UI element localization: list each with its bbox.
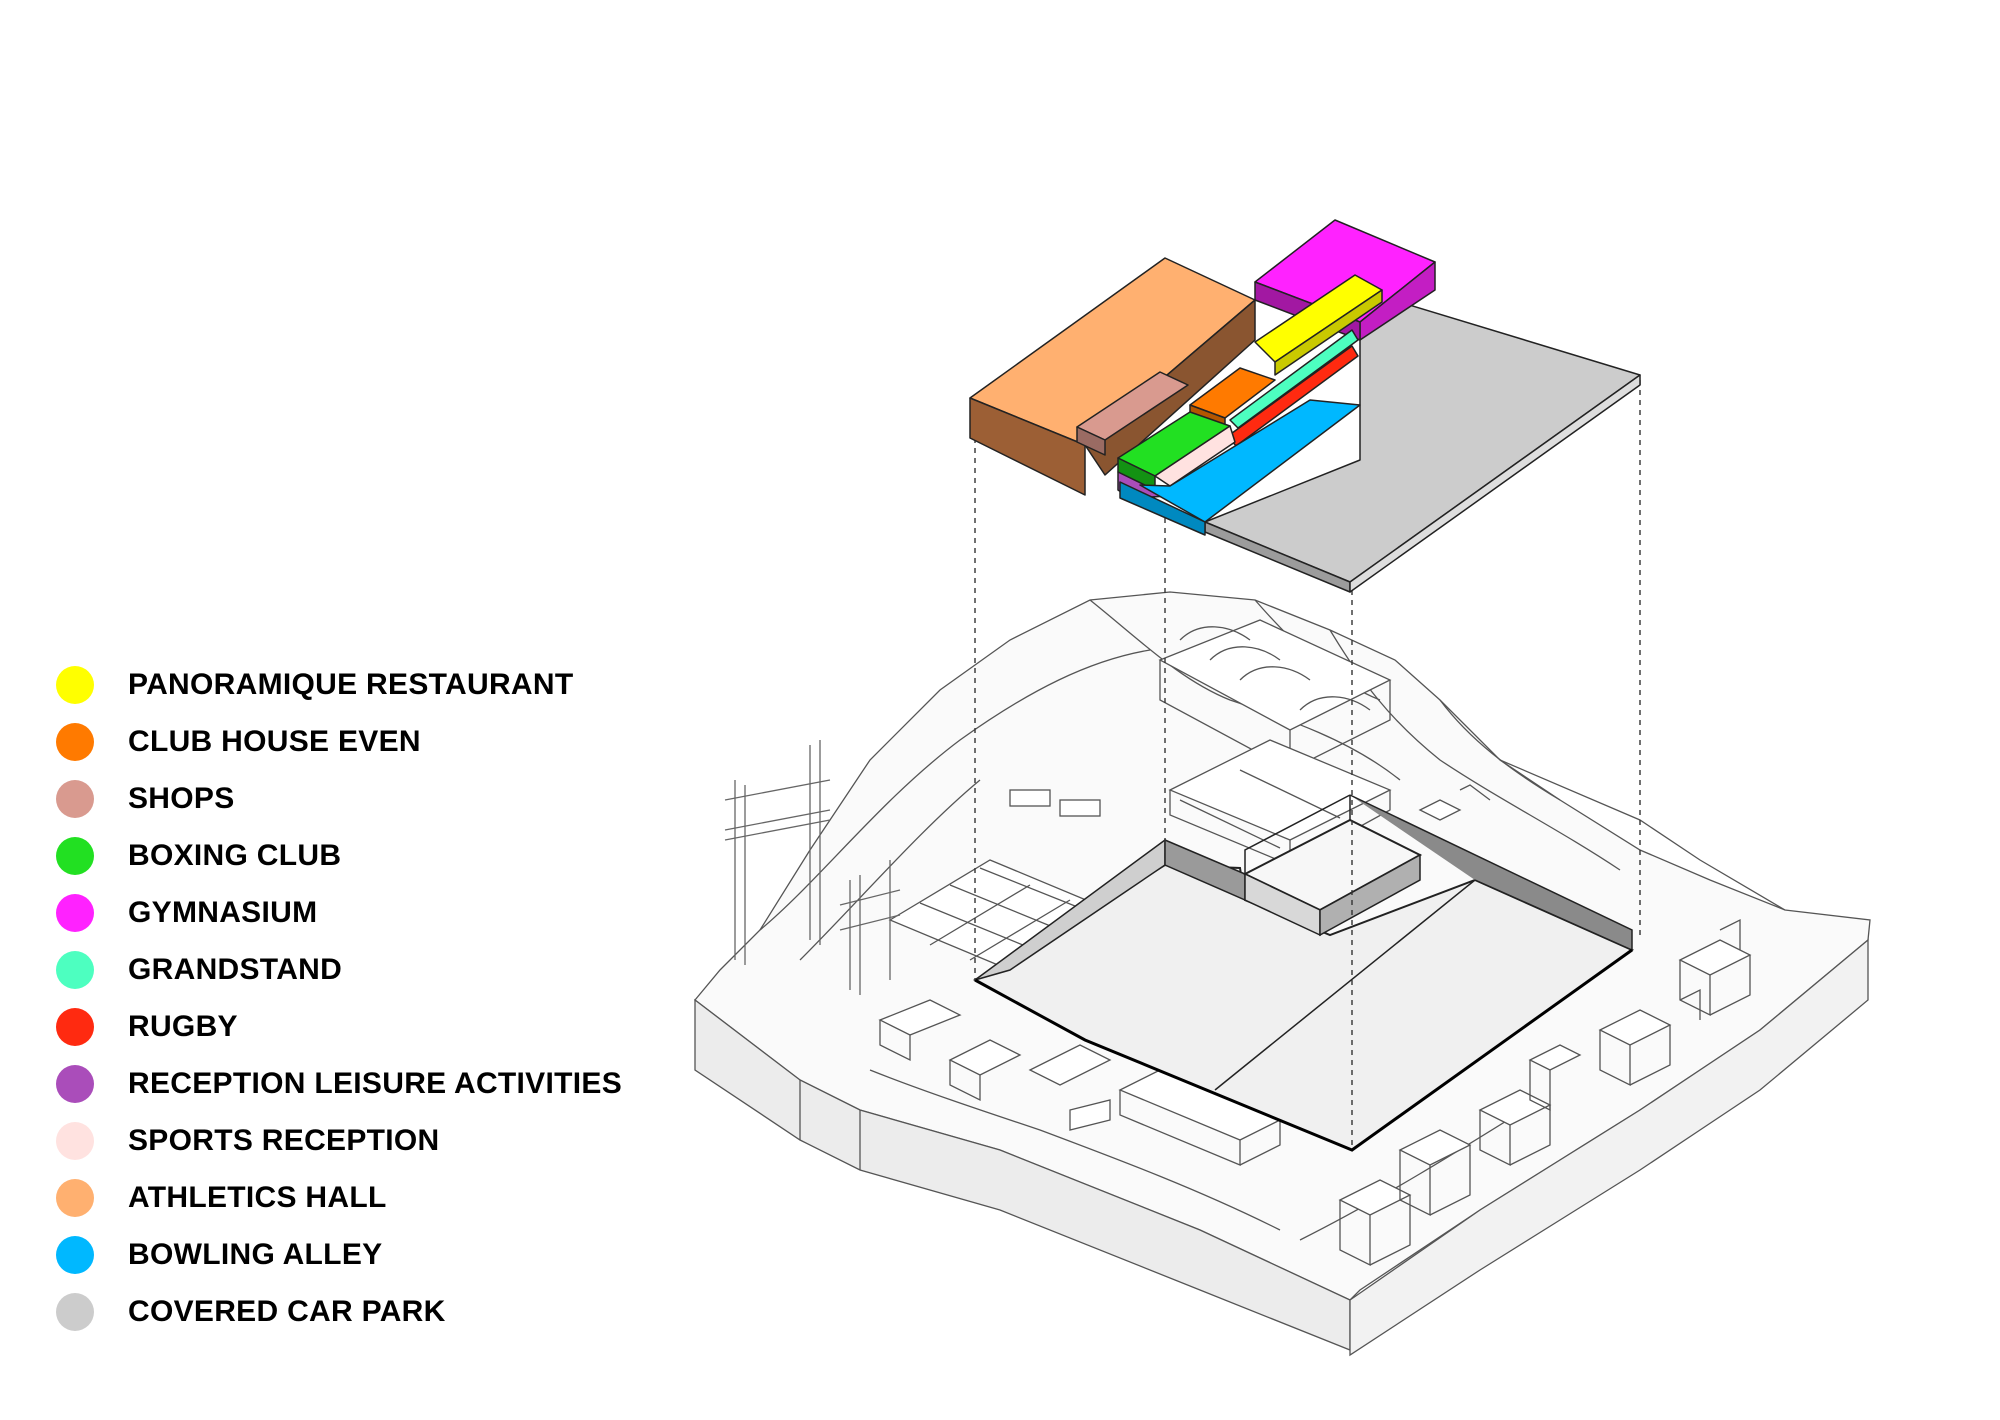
- legend-item-rugby: RUGBY: [56, 998, 656, 1055]
- legend-item-reception: RECEPTION LEISURE ACTIVITIES: [56, 1055, 656, 1112]
- legend-label: PANORAMIQUE RESTAURANT: [128, 667, 574, 701]
- pit-rim: [974, 948, 1633, 1152]
- legend-label: CLUB HOUSE EVEN: [128, 724, 421, 758]
- legend-label: SHOPS: [128, 781, 235, 815]
- legend-item-boxing: BOXING CLUB: [56, 827, 656, 884]
- pit-divider: [1214, 879, 1476, 1091]
- legend-item-clubhouse: CLUB HOUSE EVEN: [56, 713, 656, 770]
- block-covered-car-park-side-r: [1349, 374, 1641, 593]
- stadium-pit: [972, 794, 1635, 1152]
- projection-lines: [974, 380, 1641, 1150]
- legend-label: ATHLETICS HALL: [128, 1180, 387, 1214]
- legend-swatch-grandstand: [56, 950, 94, 989]
- legend-swatch-athletics: [56, 1178, 94, 1217]
- legend-label: RUGBY: [128, 1009, 238, 1043]
- block-grandstand-top: [1229, 329, 1359, 429]
- legend-swatch-carpark: [56, 1292, 94, 1331]
- site-plinth-right-side: [1349, 938, 1869, 1357]
- legend-label: BOWLING ALLEY: [128, 1237, 383, 1271]
- block-bowling-top: [1139, 399, 1361, 523]
- block-athletics-hall-front: [969, 397, 1086, 496]
- pit-raised-block-right: [1319, 853, 1421, 937]
- legend-label: GRANDSTAND: [128, 952, 343, 986]
- legend-swatch-bowling: [56, 1235, 94, 1274]
- legend-label: BOXING CLUB: [128, 838, 342, 872]
- legend-swatch-restaurant: [56, 665, 94, 704]
- program-blocks: [969, 219, 1641, 593]
- legend-item-gymnasium: GYMNASIUM: [56, 884, 656, 941]
- legend-item-carpark: COVERED CAR PARK: [56, 1283, 656, 1340]
- legend-swatch-boxing: [56, 836, 94, 875]
- legend-swatch-rugby: [56, 1007, 94, 1046]
- legend-swatch-clubhouse: [56, 722, 94, 761]
- pit-wall-top: [1349, 794, 1633, 952]
- legend-swatch-shops: [56, 779, 94, 818]
- legend-item-grandstand: GRANDSTAND: [56, 941, 656, 998]
- legend-label: RECEPTION LEISURE ACTIVITIES: [128, 1066, 623, 1100]
- legend-label: COVERED CAR PARK: [128, 1294, 446, 1328]
- legend-label: GYMNASIUM: [128, 895, 318, 929]
- block-bowling-front: [1119, 481, 1206, 536]
- legend-label: SPORTS RECEPTION: [128, 1123, 440, 1157]
- legend-swatch-sports_reception: [56, 1121, 94, 1160]
- legend-swatch-reception: [56, 1064, 94, 1103]
- legend-swatch-gymnasium: [56, 893, 94, 932]
- pylon-structures: [724, 740, 901, 995]
- legend-item-athletics: ATHLETICS HALL: [56, 1169, 656, 1226]
- block-sports-reception: [1154, 425, 1236, 487]
- legend: PANORAMIQUE RESTAURANT CLUB HOUSE EVEN SHO…: [56, 656, 656, 1340]
- legend-item-bowling: BOWLING ALLEY: [56, 1226, 656, 1283]
- legend-item-sports_reception: SPORTS RECEPTION: [56, 1112, 656, 1169]
- legend-item-shops: SHOPS: [56, 770, 656, 827]
- legend-item-restaurant: PANORAMIQUE RESTAURANT: [56, 656, 656, 713]
